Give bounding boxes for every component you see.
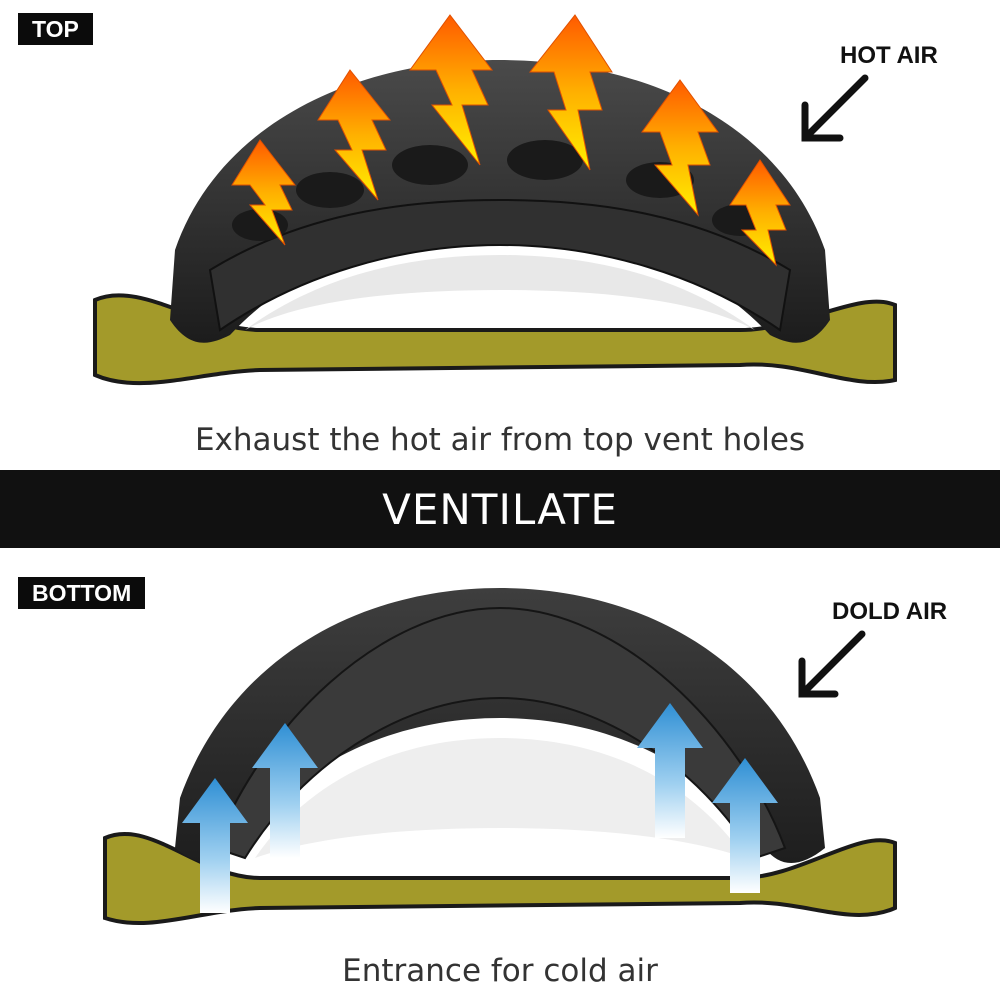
lens [255,738,745,858]
cold-air-arrow [182,778,248,913]
goggle-frame [175,588,825,863]
bottom-caption: Entrance for cold air [342,953,658,989]
cold-air-label: DOLD AIR [832,598,948,625]
hot-air-arrow [317,69,392,201]
banner-title: VENTILATE [382,484,618,534]
hot-air-arrow [409,14,494,166]
ventilate-banner: VENTILATE [0,470,1000,548]
hot-air-pointer-arrow [801,74,869,142]
cold-air-arrow [252,723,318,858]
foam-band [213,606,787,860]
top-view-section: TOP HOT AIR Exhaust the hot air from top… [0,0,1000,470]
foam-band [208,198,792,332]
cold-air-pointer-arrow [798,630,866,698]
hot-air-arrow [231,139,297,246]
bottom-view-section: BOTTOM DOLD AIR Entrance for cold air [0,548,1000,1000]
lens [245,255,755,330]
cold-air-arrow [712,758,778,893]
hot-air-arrow [641,79,719,217]
hot-air-arrow [729,159,791,267]
bottom-tag: BOTTOM [18,577,146,609]
top-tag: TOP [18,13,93,45]
hot-air-arrows [231,14,791,267]
hot-air-label: HOT AIR [840,42,938,69]
hot-air-arrow [528,14,613,171]
bottom-goggle-illustration [103,588,897,926]
cold-air-arrow [637,703,703,838]
cold-air-arrows [182,703,778,913]
top-goggle-illustration [93,14,897,386]
top-caption: Exhaust the hot air from top vent holes [194,422,806,458]
